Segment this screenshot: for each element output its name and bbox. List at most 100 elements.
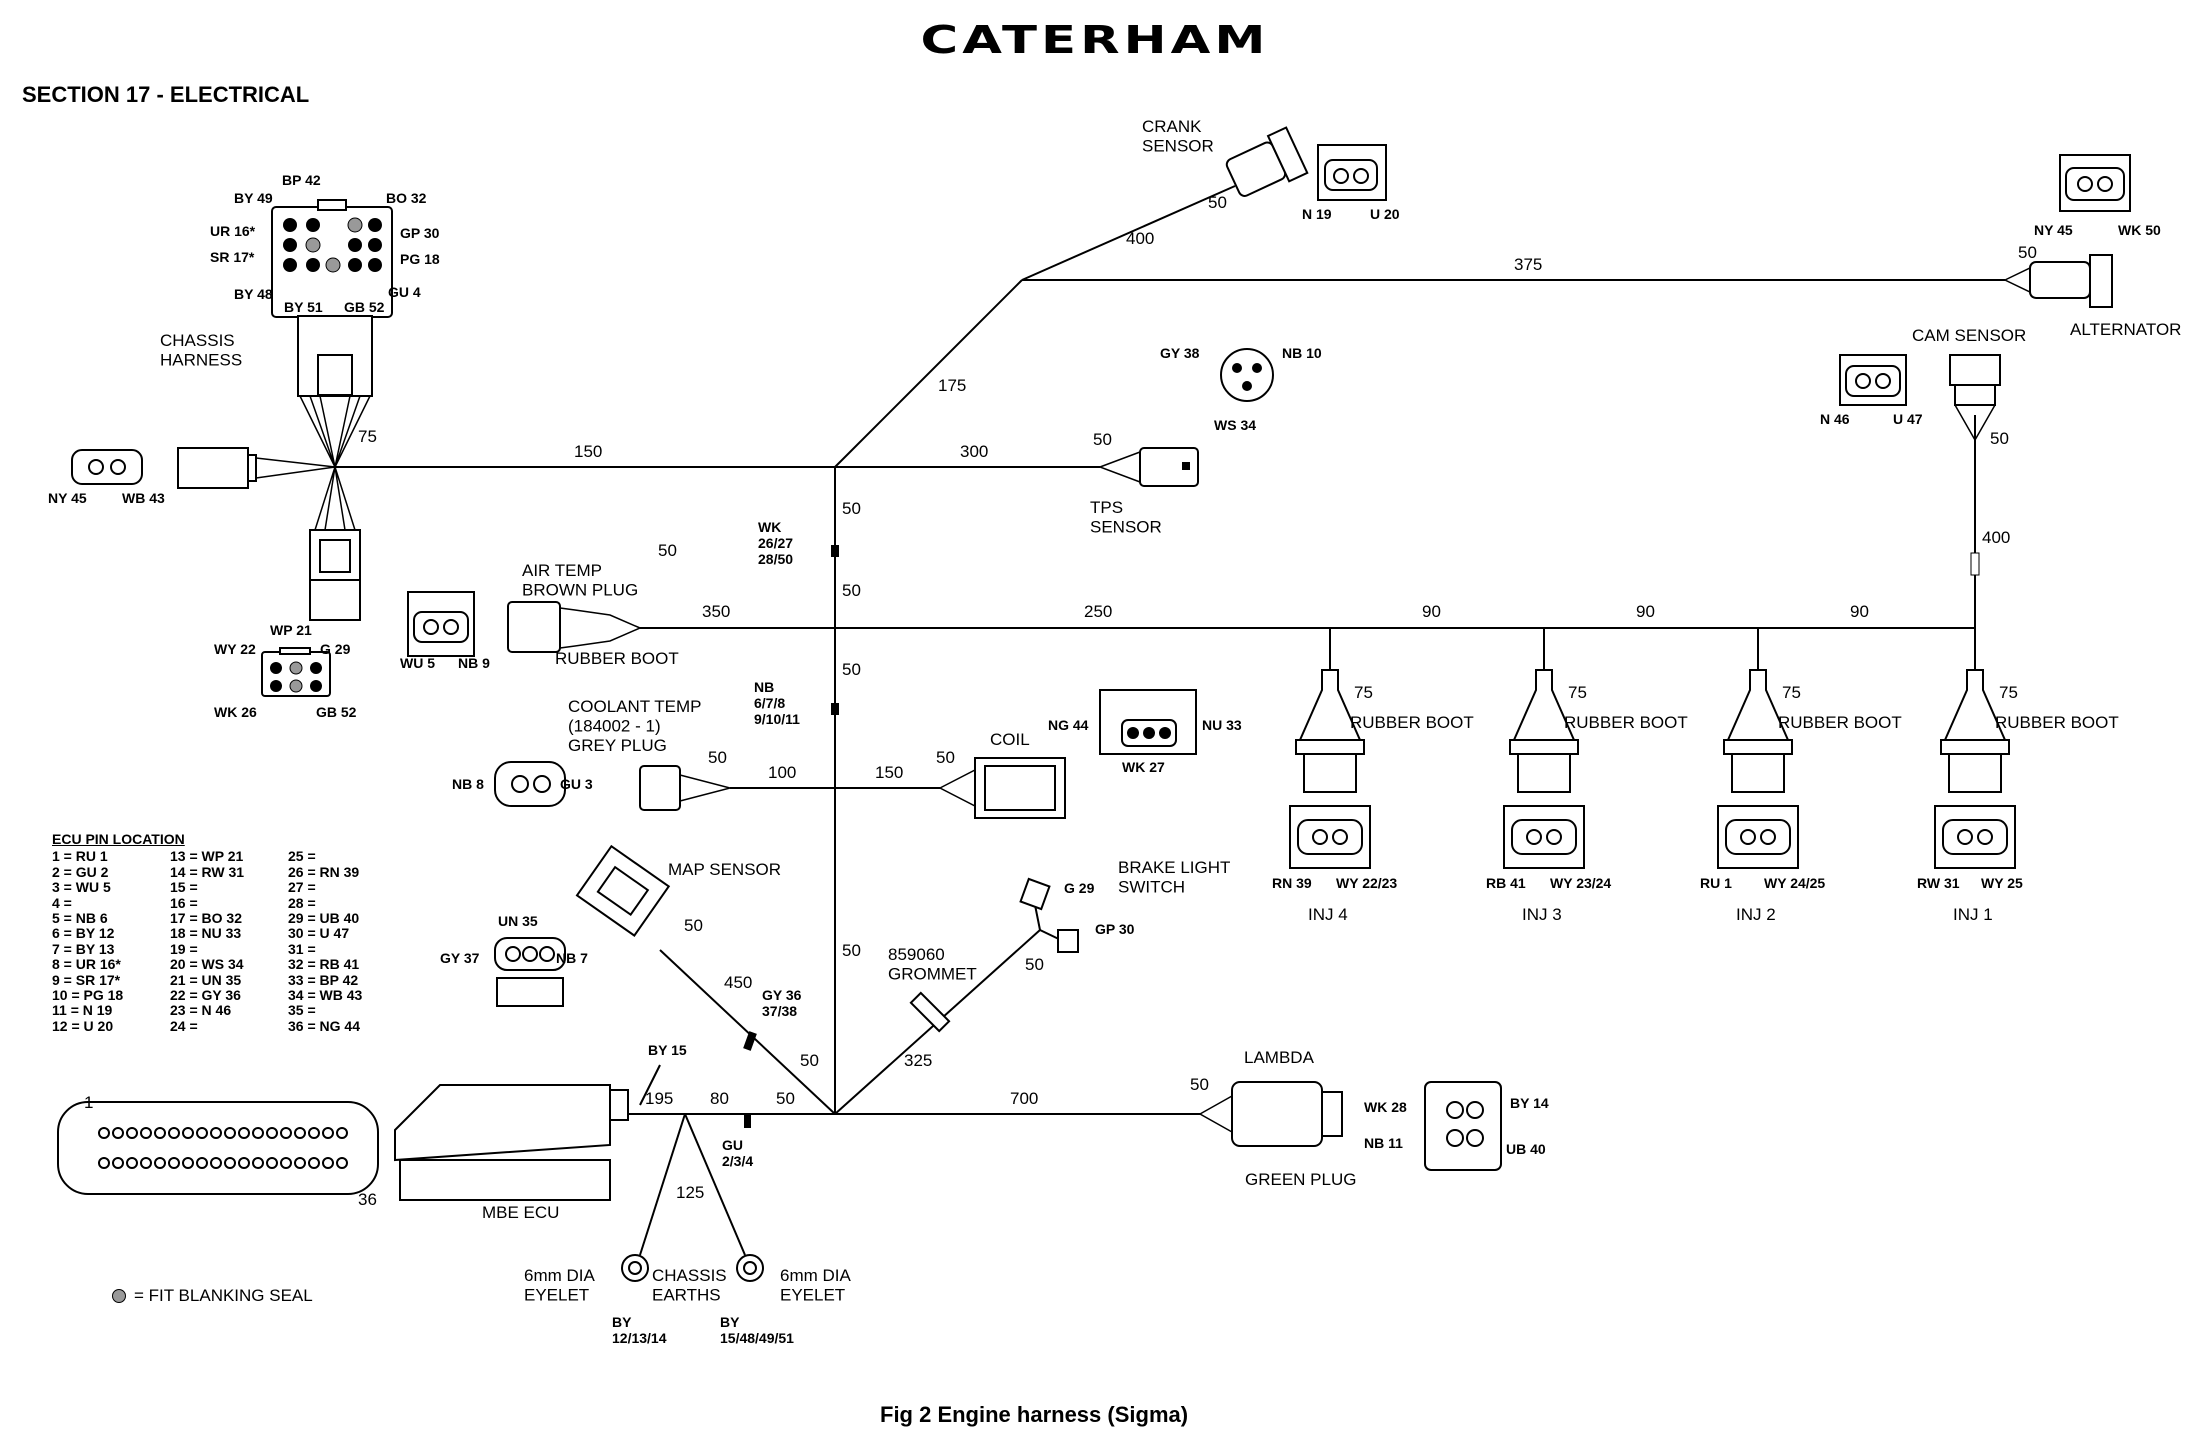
- len-150-coil: 150: [875, 763, 903, 782]
- pin-by14: BY 14: [1510, 1095, 1549, 1111]
- blanking-seal-legend: = FIT BLANKING SEAL: [112, 1286, 313, 1306]
- ecu-pin: [154, 1157, 166, 1169]
- ecu-table-cell: 31 =: [288, 940, 316, 957]
- len-300: 300: [960, 442, 988, 461]
- ecu-pin: [182, 1157, 194, 1169]
- ecu-pin: [126, 1157, 138, 1169]
- pin-nb7: NB 7: [556, 950, 588, 966]
- cam-sensor-label: CAM SENSOR: [1912, 326, 2026, 345]
- pin-ny45-alt: NY 45: [2034, 222, 2073, 238]
- ecu-pin: [336, 1127, 348, 1139]
- len-50-cool: 50: [708, 748, 727, 767]
- ecu-table-cell: 2 = GU 2: [52, 863, 109, 880]
- pin-n46: N 46: [1820, 411, 1850, 427]
- ecu-table-cell: 30 = U 47: [288, 925, 350, 942]
- chassis-connector-top: [271, 199, 393, 469]
- inj3-label: INJ 3: [1522, 905, 1562, 924]
- coolant-temp-label: COOLANT TEMP(184002 - 1)GREY PLUG: [568, 697, 702, 755]
- pin-inj3-b: WY 23/24: [1550, 875, 1611, 891]
- ecu-pin: [224, 1157, 236, 1169]
- ecu-table-cell: 1 = RU 1: [52, 848, 108, 865]
- ecu-table-cell: 21 = UN 35: [170, 971, 242, 988]
- len-400-crank: 400: [1126, 229, 1154, 248]
- len-75-inj3: 75: [1568, 683, 1587, 702]
- figure-caption: Fig 2 Engine harness (Sigma): [880, 1402, 1189, 1427]
- ecu-pin: [294, 1127, 306, 1139]
- pin-inj2-b: WY 24/25: [1764, 875, 1825, 891]
- pin-wb43: WB 43: [122, 490, 165, 506]
- len-90-b: 90: [1636, 602, 1655, 621]
- pin-inj3-a: RB 41: [1486, 875, 1526, 891]
- green-plug-label: GREEN PLUG: [1245, 1170, 1356, 1189]
- ecu-pin: [98, 1127, 110, 1139]
- wires: [330, 185, 2005, 1256]
- len-250: 250: [1084, 602, 1112, 621]
- ecu-table-cell: 17 = BO 32: [170, 910, 242, 927]
- pin-gp30-brake: GP 30: [1095, 921, 1135, 937]
- coolant-temp-connector: [494, 761, 733, 811]
- ecu-table-cell: 22 = GY 36: [170, 987, 241, 1004]
- pin-wu5: WU 5: [400, 655, 435, 671]
- alternator-connector: [2003, 154, 2131, 308]
- ecu-table-cell: 9 = SR 17*: [52, 971, 121, 988]
- rubber-boot-inj1-label: RUBBER BOOT: [1995, 713, 2119, 732]
- len-325: 325: [904, 1051, 932, 1070]
- len-50-crank: 50: [1208, 193, 1227, 212]
- pin-inj2-a: RU 1: [1700, 875, 1732, 891]
- ecu-pin: [196, 1127, 208, 1139]
- pin-nb11: NB 11: [1364, 1135, 1403, 1151]
- ecu-table-cell: 16 =: [170, 894, 198, 911]
- pin-inj4-a: RN 39: [1272, 875, 1312, 891]
- inj4-label: INJ 4: [1308, 905, 1348, 924]
- ecu-pin: [322, 1157, 334, 1169]
- ecu-table-cell: 6 = BY 12: [52, 925, 115, 942]
- pin-ng44: NG 44: [1048, 717, 1089, 733]
- ecu-table-row: 4 =16 =28 =: [52, 894, 388, 911]
- pin-by48: BY 48: [234, 286, 273, 302]
- ecu-pin: [294, 1157, 306, 1169]
- ecu-table-cell: 25 =: [288, 848, 316, 865]
- lambda-label: LAMBDA: [1244, 1048, 1315, 1067]
- ecu-table-cell: 5 = NB 6: [52, 910, 108, 927]
- pin-gu4: GU 4: [388, 284, 421, 300]
- ecu-pin-rows: [98, 1127, 348, 1169]
- pin-pg18: PG 18: [400, 251, 440, 267]
- len-50-coil: 50: [936, 748, 955, 767]
- ecu-table-cell: 29 = UB 40: [288, 910, 360, 927]
- len-50-mid: 50: [842, 941, 861, 960]
- len-50-wk3: 50: [842, 581, 861, 600]
- ecu-pin: [322, 1127, 334, 1139]
- len-175: 175: [938, 376, 966, 395]
- len-50-tps: 50: [1093, 430, 1112, 449]
- ecu-pin: [224, 1127, 236, 1139]
- rubber-boot-inj4-label: RUBBER BOOT: [1350, 713, 1474, 732]
- ecu-pin: [210, 1127, 222, 1139]
- rubber-boot-inj2-label: RUBBER BOOT: [1778, 713, 1902, 732]
- ecu-table-cell: 18 = NU 33: [170, 925, 242, 942]
- len-50-wk1: 50: [842, 499, 861, 518]
- air-temp-connector: [407, 591, 642, 657]
- inj1-label: INJ 1: [1953, 905, 1993, 924]
- ecu-pin: [238, 1157, 250, 1169]
- len-50-map: 50: [684, 916, 703, 935]
- ecu-table-cell: 28 =: [288, 894, 316, 911]
- ecu-table-cell: 27 =: [288, 879, 316, 896]
- ecu-pin: [168, 1157, 180, 1169]
- ecu-pin: [252, 1157, 264, 1169]
- pin-ws34: WS 34: [1214, 417, 1256, 433]
